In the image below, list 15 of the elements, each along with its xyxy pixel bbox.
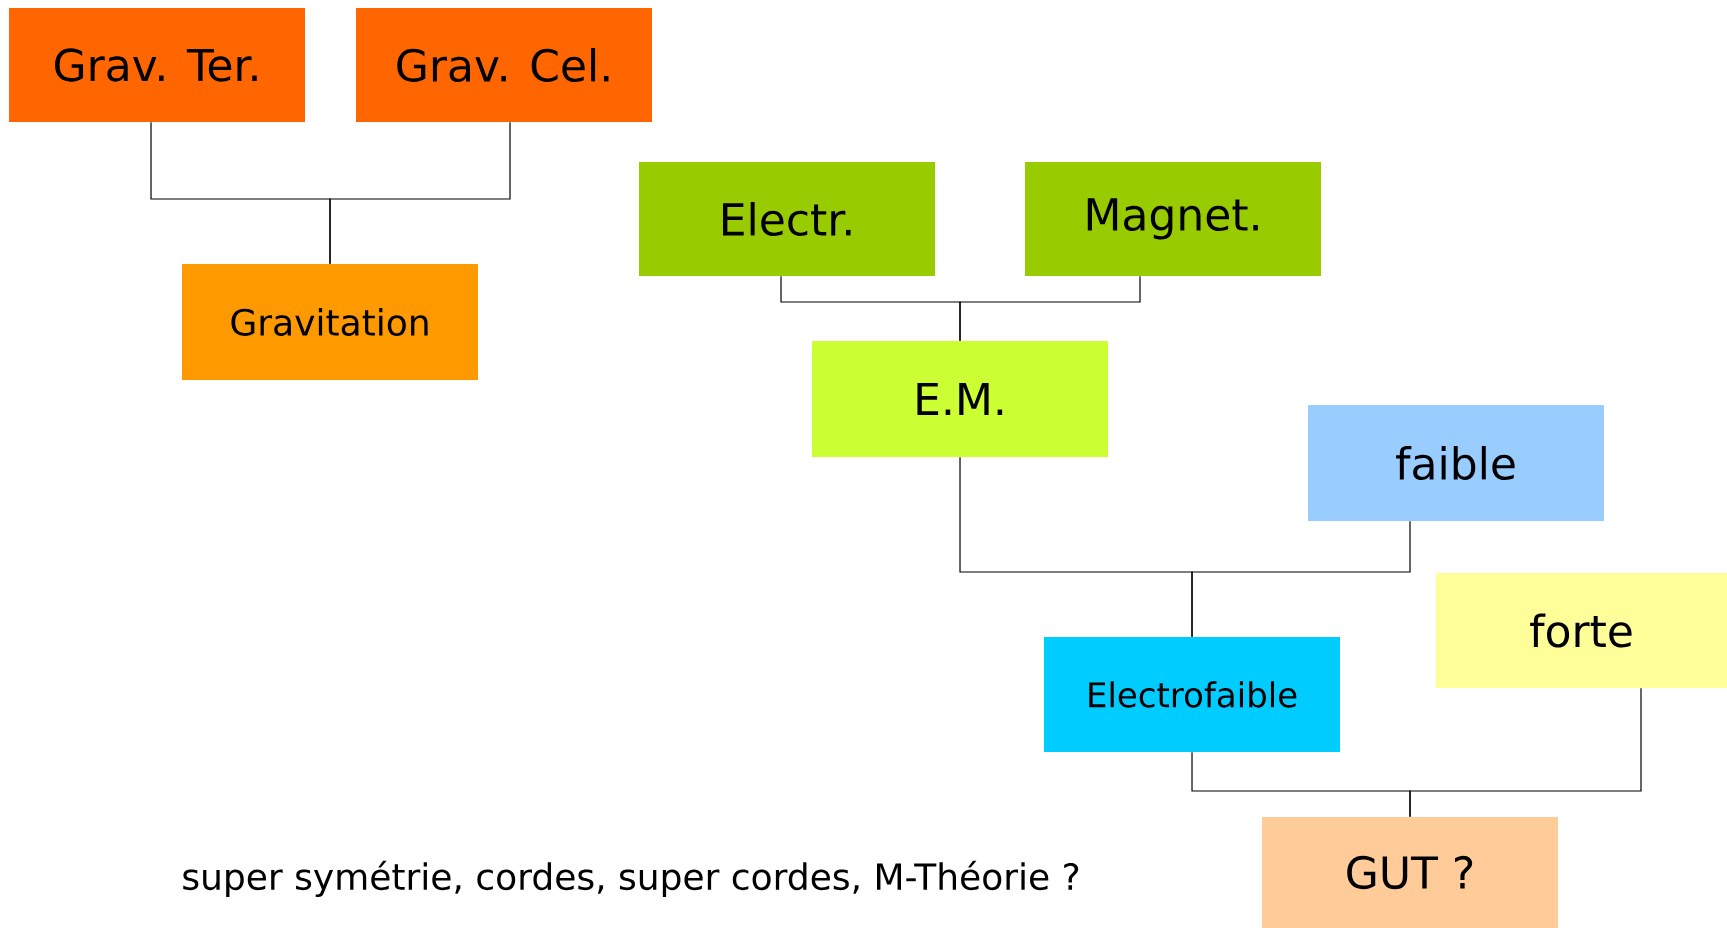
concept-box: Gravitation — [182, 264, 478, 380]
concept-box: Grav. Cel. — [356, 8, 652, 122]
concept-box: Grav. Ter. — [9, 8, 305, 122]
concept-box: GUT ? — [1262, 817, 1558, 928]
connector-line — [329, 121, 511, 265]
connector-line — [1409, 687, 1642, 818]
concept-box: faible — [1308, 405, 1604, 521]
concept-box: Electrofaible — [1044, 637, 1340, 752]
concept-box: E.M. — [812, 341, 1108, 457]
concept-box: Magnet. — [1025, 162, 1321, 276]
connector-line — [959, 275, 1141, 342]
concept-box: forte — [1436, 573, 1727, 688]
note-text: super symétrie, cordes, super cordes, M-Théorie ? — [183, 860, 1079, 898]
connector-line — [1191, 520, 1411, 638]
concept-box: Electr. — [639, 162, 935, 276]
